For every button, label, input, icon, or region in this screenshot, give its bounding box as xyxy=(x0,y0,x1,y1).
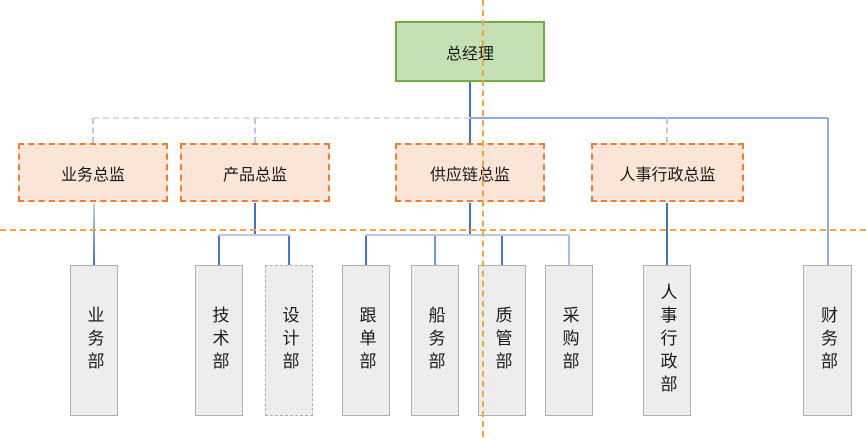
org-node-business-dept[interactable]: 业务部 xyxy=(70,265,118,416)
connector-supply-stem xyxy=(469,203,471,235)
org-node-business-director[interactable]: 业务总监 xyxy=(18,143,168,202)
org-node-quality-dept[interactable]: 质管部 xyxy=(478,265,526,416)
org-node-product-director[interactable]: 产品总监 xyxy=(180,143,330,202)
connector-business-dept xyxy=(93,203,95,265)
org-node-purchasing-dept[interactable]: 采购部 xyxy=(545,265,593,416)
org-node-label: 设计部 xyxy=(279,306,299,375)
org-node-label: 业务部 xyxy=(84,306,104,375)
org-node-design-dept[interactable]: 设计部 xyxy=(265,265,313,416)
connector-drop-tech-dept xyxy=(218,236,220,265)
org-node-label: 人事行政部 xyxy=(657,283,677,398)
org-node-shipping-dept[interactable]: 船务部 xyxy=(411,265,459,416)
org-node-supply-chain-director[interactable]: 供应链总监 xyxy=(395,143,545,202)
org-node-label: 采购部 xyxy=(559,306,579,375)
org-node-general-manager[interactable]: 总经理 xyxy=(395,21,545,82)
smart-guide-horizontal xyxy=(0,229,866,231)
connector-drop-hr-director xyxy=(666,118,668,143)
org-node-finance-dept[interactable]: 财务部 xyxy=(803,265,852,416)
connector-product-stem xyxy=(254,203,256,235)
org-node-label: 业务总监 xyxy=(60,166,125,184)
connector-hr-dept xyxy=(666,203,668,265)
org-node-label: 人事行政总监 xyxy=(619,166,716,184)
org-node-label: 船务部 xyxy=(425,306,445,375)
connector-drop-quality-dept xyxy=(501,236,503,265)
org-node-label: 产品总监 xyxy=(222,166,287,184)
smart-guide-vertical xyxy=(482,0,484,437)
connector-drop-business-director xyxy=(92,118,94,143)
org-node-hr-admin-dept[interactable]: 人事行政部 xyxy=(643,265,691,416)
connector-drop-shipping-dept xyxy=(434,236,436,265)
org-node-label: 总经理 xyxy=(445,45,494,63)
connector-drop-finance-dept xyxy=(827,118,829,265)
org-node-hr-admin-director[interactable]: 人事行政总监 xyxy=(591,143,744,202)
connector-product-bar xyxy=(218,234,290,236)
org-node-label: 财务部 xyxy=(818,306,837,375)
org-node-merchandising-dept[interactable]: 跟单部 xyxy=(342,265,390,416)
connector-supply-bar xyxy=(365,234,570,236)
connector-drop-product-director xyxy=(254,118,256,143)
connector-drop-purchasing-dept xyxy=(568,236,570,265)
connector-level1-bar-left-dashed xyxy=(93,117,470,119)
org-node-label: 供应链总监 xyxy=(429,166,510,184)
org-node-tech-dept[interactable]: 技术部 xyxy=(195,265,243,416)
org-node-label: 跟单部 xyxy=(356,306,376,375)
connector-root-stem xyxy=(469,82,471,143)
connector-drop-merchandising-dept xyxy=(365,236,367,265)
connector-drop-design-dept xyxy=(288,236,290,265)
org-node-label: 技术部 xyxy=(209,306,229,375)
org-node-label: 质管部 xyxy=(492,306,512,375)
connector-level1-bar-right xyxy=(470,117,828,119)
